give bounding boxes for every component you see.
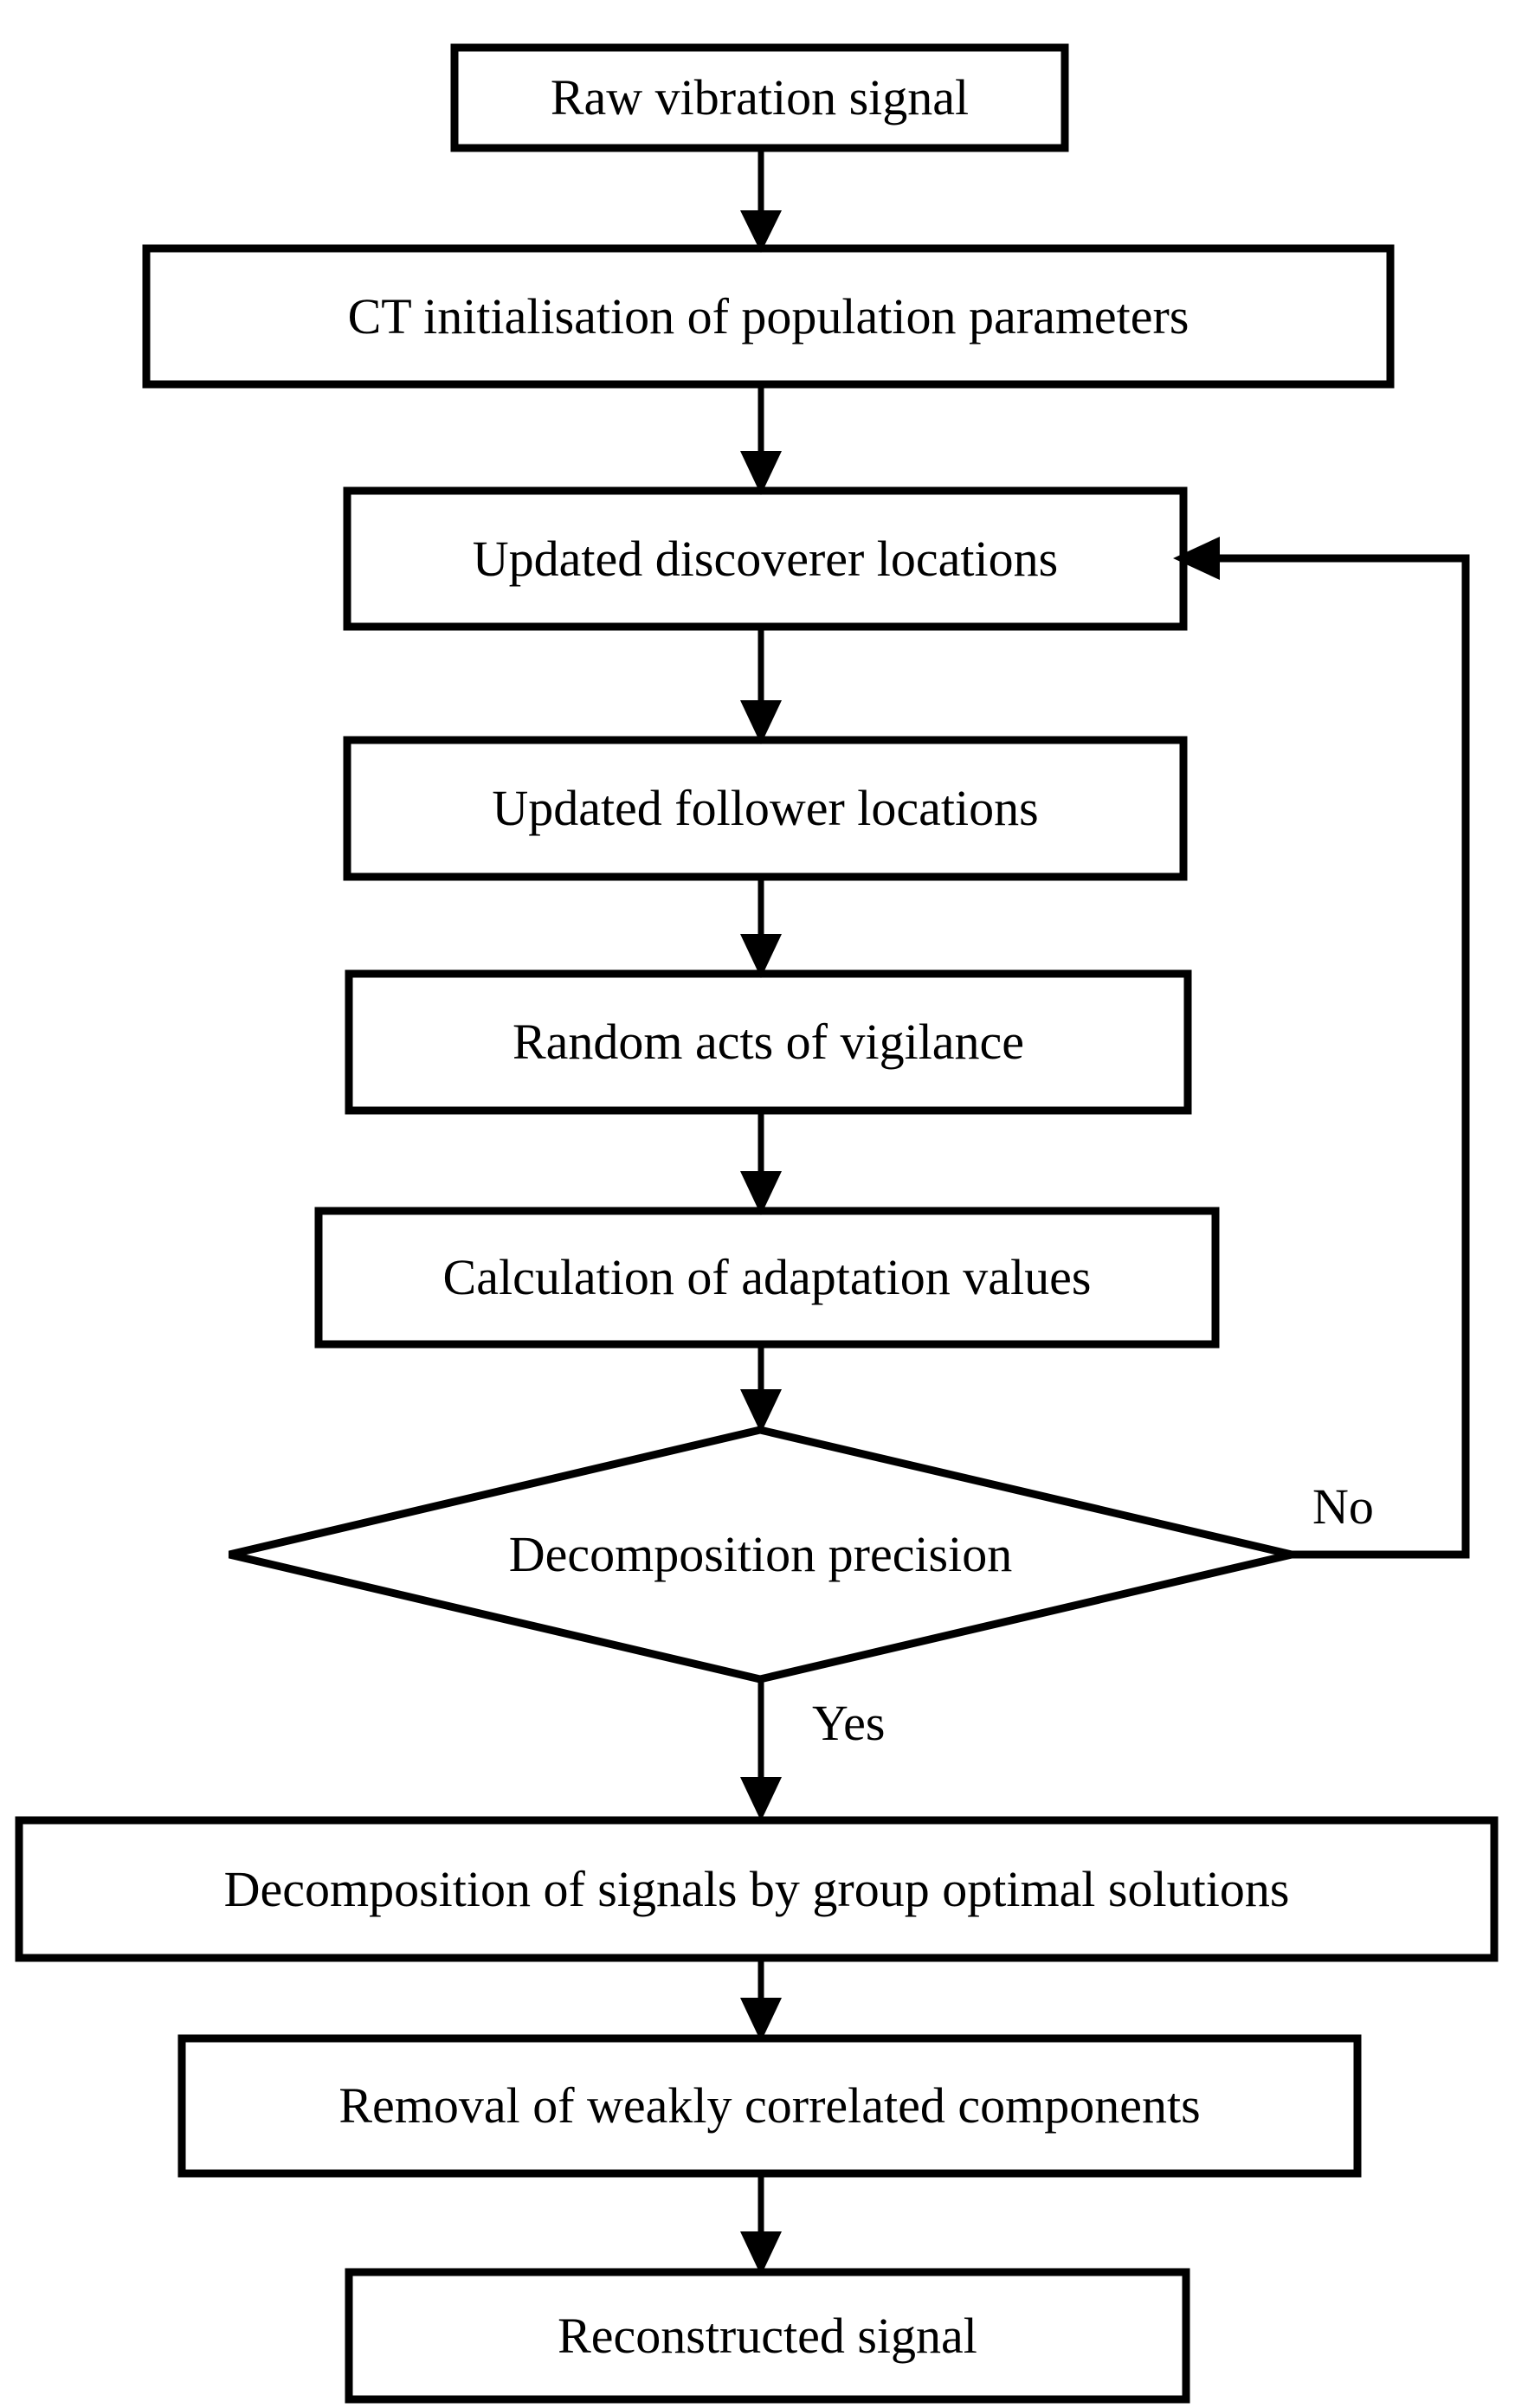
edge-removal-to-reconstructed bbox=[740, 2173, 782, 2276]
node-raw-vibration-signal bbox=[450, 43, 1069, 152]
edge-decomposition-to-removal bbox=[740, 1958, 782, 2042]
node-decomposition-of-signals bbox=[15, 1816, 1499, 1962]
edge-vigilance-to-adaptation bbox=[740, 1111, 782, 1215]
edge-label-no: No bbox=[1312, 1478, 1374, 1535]
node-calculation-of-adaptation-values bbox=[314, 1207, 1220, 1349]
edge-follower-to-vigilance bbox=[740, 877, 782, 978]
edge-decision-yes-to-decomposition bbox=[740, 1679, 782, 1821]
node-random-acts-of-vigilance bbox=[345, 969, 1192, 1115]
edge-raw-signal-to-ct-init bbox=[740, 148, 782, 253]
node-updated-discoverer-locations bbox=[343, 486, 1188, 631]
node-ct-initialisation bbox=[142, 244, 1395, 389]
edge-discoverer-to-follower bbox=[740, 627, 782, 744]
edge-label-yes: Yes bbox=[812, 1695, 886, 1751]
edge-decision-no-feedback-to-discoverer bbox=[1173, 537, 1470, 1559]
node-reconstructed-signal bbox=[345, 2268, 1190, 2404]
node-updated-follower-locations bbox=[343, 736, 1188, 881]
edge-ct-init-to-discoverer bbox=[740, 384, 782, 495]
node-removal-of-weakly-correlated bbox=[177, 2034, 1362, 2178]
node-decomposition-precision-decision bbox=[228, 1426, 1293, 1684]
edge-adaptation-to-decision bbox=[740, 1344, 782, 1433]
